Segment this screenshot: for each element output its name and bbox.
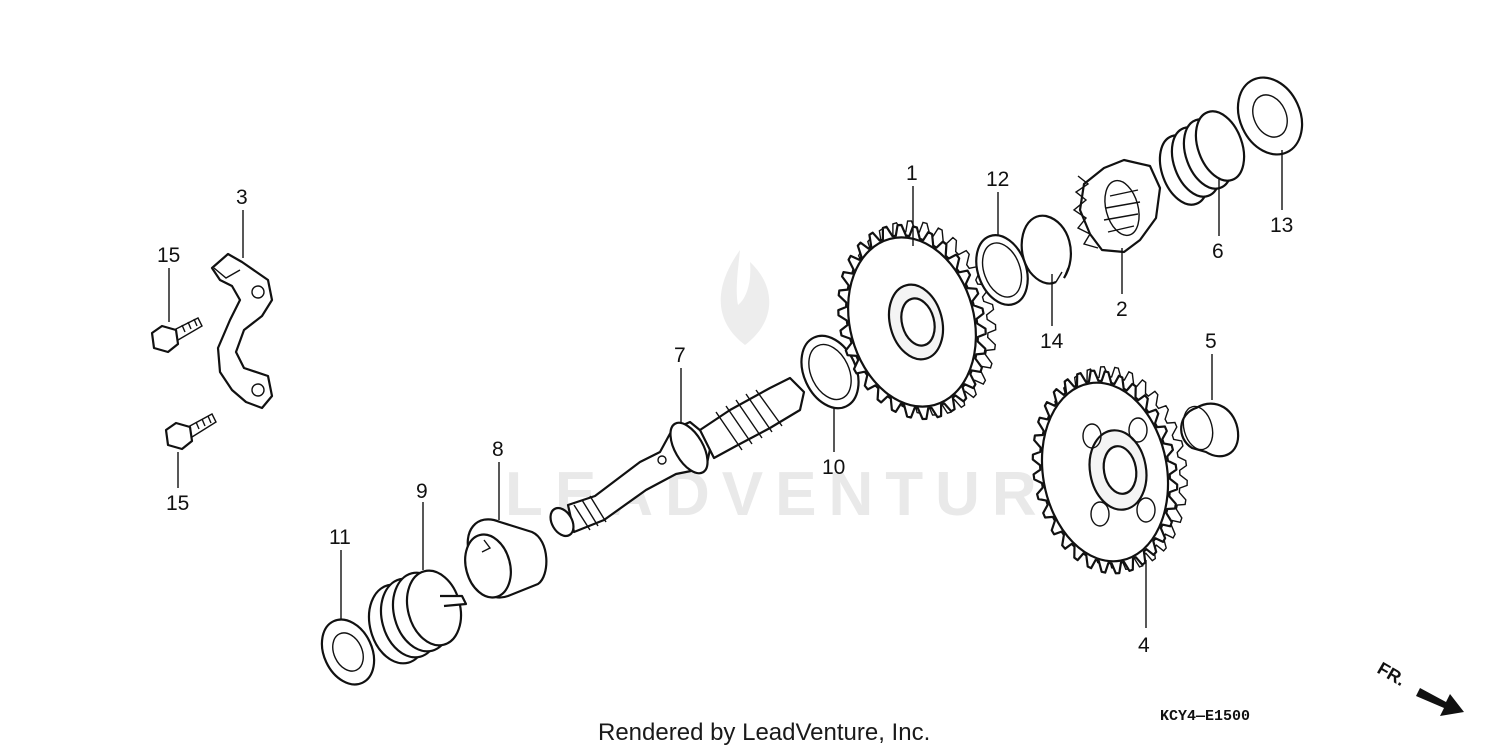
part-5-collar[interactable] (1179, 402, 1240, 458)
part-6-spring[interactable] (1151, 105, 1253, 212)
callout-1[interactable]: 1 (906, 162, 918, 185)
callout-15-lower[interactable]: 15 (166, 492, 189, 515)
part-8-bushing[interactable] (458, 518, 548, 602)
footer-credit: Rendered by LeadVenture, Inc. (598, 719, 930, 746)
callout-5[interactable]: 5 (1205, 330, 1217, 353)
part-1-gear[interactable] (830, 220, 997, 421)
part-10-washer[interactable] (790, 327, 869, 418)
callout-13[interactable]: 13 (1270, 214, 1293, 237)
callout-10[interactable]: 10 (822, 456, 845, 479)
front-direction-indicator: FR. (1374, 658, 1464, 716)
part-2-ratchet[interactable] (1072, 158, 1162, 254)
leader-lines (168, 150, 1283, 628)
callout-8[interactable]: 8 (492, 438, 504, 461)
part-9-spring[interactable] (361, 565, 469, 670)
arrow-right-icon (1416, 688, 1464, 716)
callout-3[interactable]: 3 (236, 186, 248, 209)
part-7-shaft[interactable] (546, 376, 806, 540)
diagram-code: KCY4—E1500 (1160, 708, 1250, 725)
part-3-bracket[interactable] (210, 252, 274, 410)
callout-4[interactable]: 4 (1138, 634, 1150, 657)
callout-14[interactable]: 14 (1040, 330, 1064, 353)
part-15-bolt-upper[interactable] (150, 317, 203, 354)
part-12-ring[interactable] (967, 228, 1037, 312)
callout-7[interactable]: 7 (674, 344, 686, 367)
callout-11[interactable]: 11 (329, 526, 351, 549)
part-11-washer[interactable] (312, 611, 384, 693)
callout-15-upper[interactable]: 15 (157, 244, 180, 267)
part-14-circlip[interactable] (1020, 214, 1072, 285)
part-15-bolt-lower[interactable] (164, 413, 217, 451)
fr-label: FR. (1374, 658, 1409, 690)
callout-6[interactable]: 6 (1212, 240, 1224, 263)
callout-2[interactable]: 2 (1116, 298, 1128, 321)
callout-12[interactable]: 12 (986, 168, 1009, 191)
part-13-washer[interactable] (1226, 67, 1314, 165)
callout-9[interactable]: 9 (416, 480, 428, 503)
part-4-gear[interactable] (1028, 365, 1188, 575)
callouts: 1 2 3 4 5 6 7 8 9 10 11 12 13 14 15 15 (157, 162, 1293, 657)
